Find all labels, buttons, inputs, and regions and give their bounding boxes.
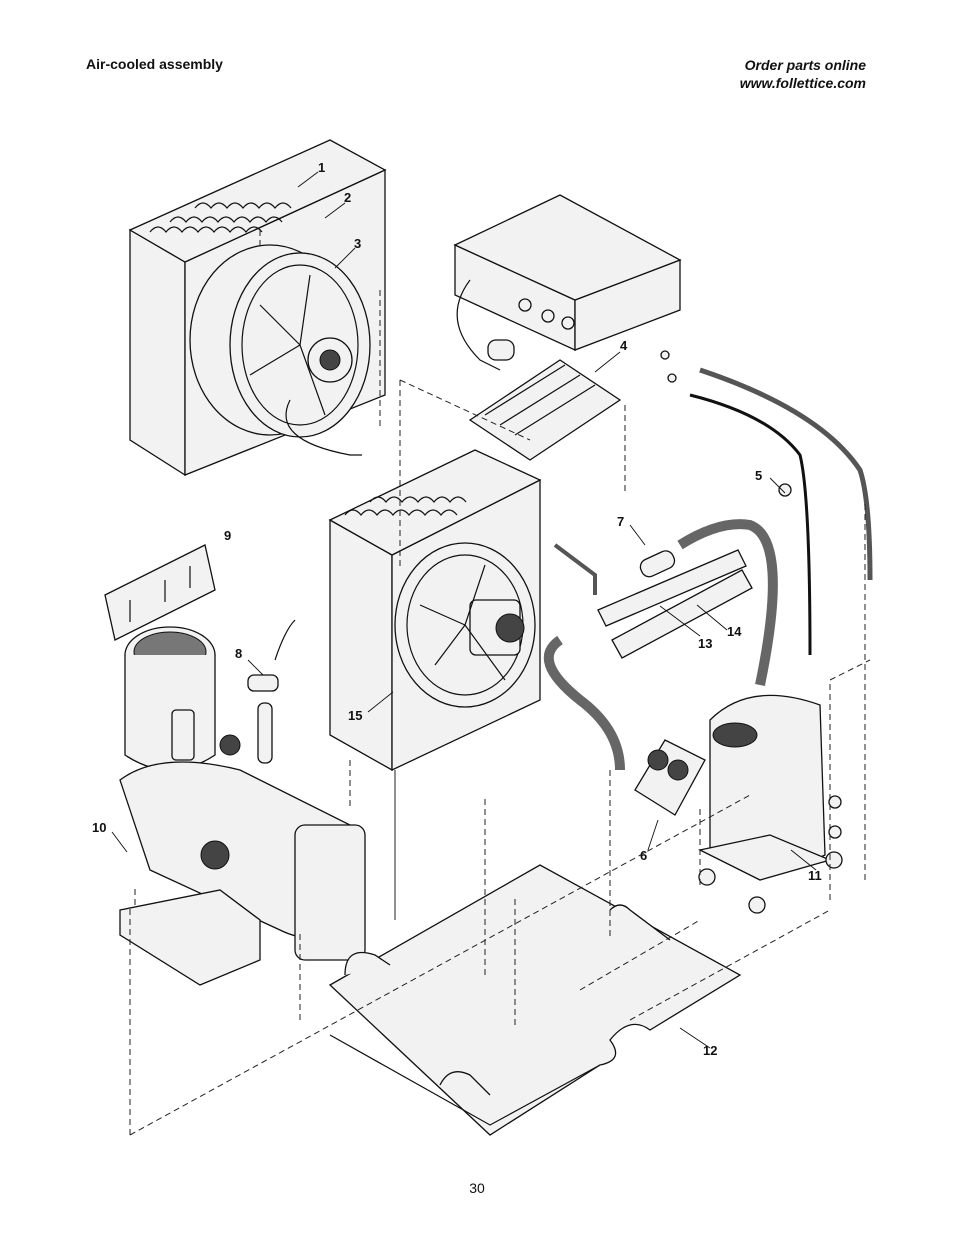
base-pan (328, 864, 742, 1136)
page-number: 30 (469, 1180, 485, 1196)
callout-9: 9 (224, 528, 231, 543)
water-valve (247, 619, 296, 764)
callout-leaders (111, 171, 817, 1049)
callout-10: 10 (92, 820, 106, 835)
callout-13: 13 (698, 636, 712, 651)
lower-condenser (328, 449, 542, 772)
upper-condenser (128, 139, 387, 477)
fan-motor-brackets (634, 739, 706, 816)
callout-7: 7 (617, 514, 624, 529)
compressor (698, 694, 843, 914)
assembly-guide-lines (129, 230, 871, 1136)
wall-bracket (104, 544, 216, 641)
callout-12: 12 (703, 1043, 717, 1058)
callout-14: 14 (727, 624, 742, 639)
website-link[interactable]: www.follettice.com (739, 75, 866, 91)
callout-11: 11 (808, 868, 822, 883)
callout-15: 15 (348, 708, 362, 723)
mounting-bracket (468, 359, 622, 461)
control-box (453, 194, 682, 371)
callout-numbers: 1 2 3 4 5 6 7 8 9 10 11 12 13 14 15 (92, 160, 822, 1058)
refrigerant-tubing (660, 350, 873, 656)
pump-motor (119, 626, 366, 986)
insulation-tubes (543, 519, 778, 771)
callout-3: 3 (354, 236, 361, 251)
section-title: Air-cooled assembly (86, 56, 223, 72)
callout-2: 2 (344, 190, 351, 205)
callout-6: 6 (640, 848, 647, 863)
order-parts-text: Order parts online (744, 57, 866, 73)
callout-4: 4 (620, 338, 628, 353)
order-info: Order parts online www.follettice.com (740, 56, 866, 92)
callout-1: 1 (318, 160, 325, 175)
callout-5: 5 (755, 468, 762, 483)
filter-drier (639, 550, 676, 578)
callout-8: 8 (235, 646, 242, 661)
